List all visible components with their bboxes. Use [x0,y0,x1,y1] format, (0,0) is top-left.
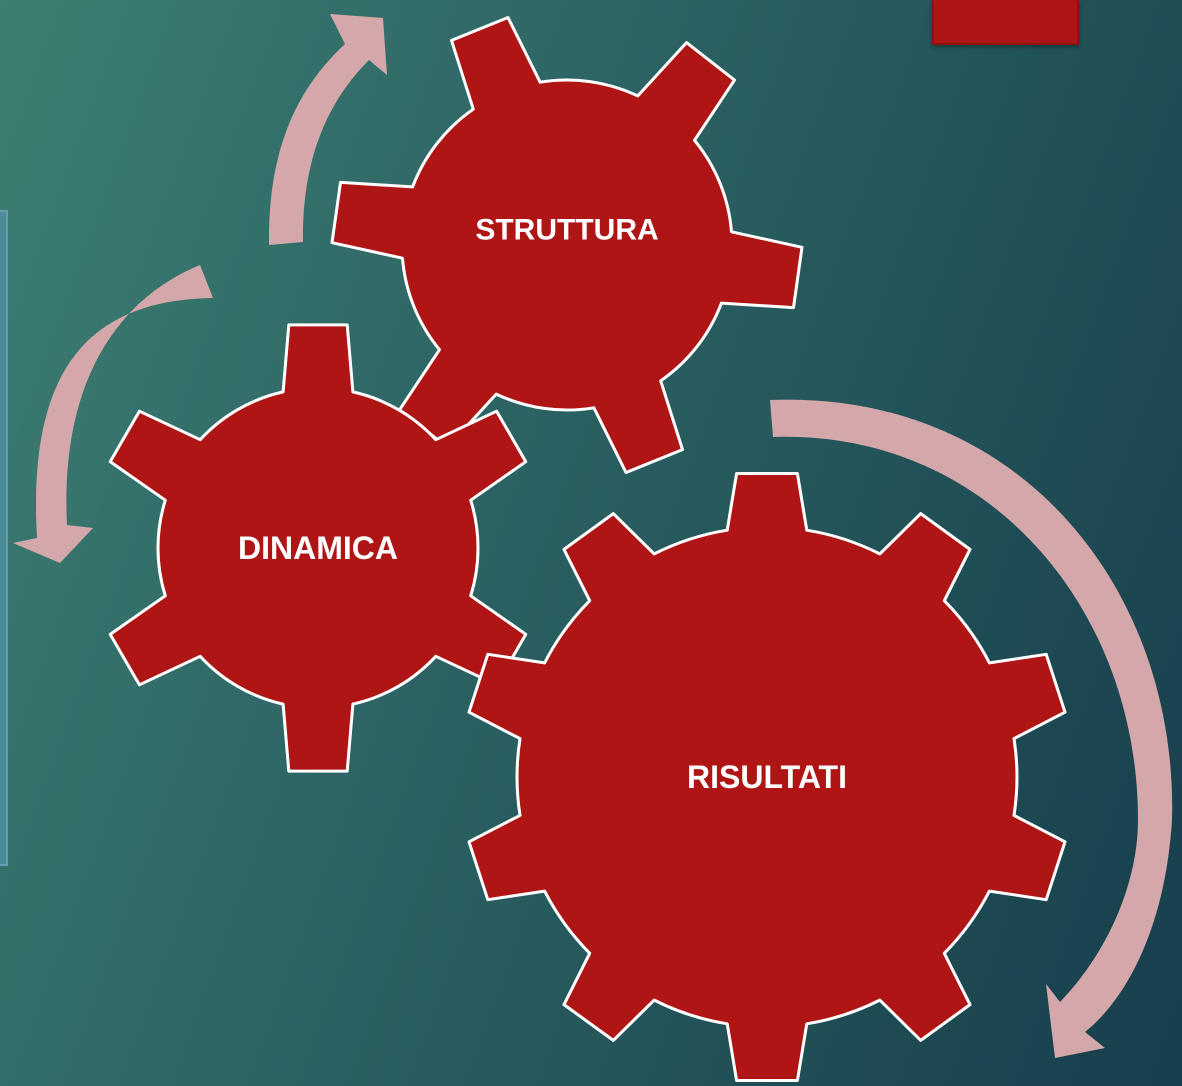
gear-labels: STRUTTURA DINAMICA RISULTATI [238,214,847,796]
curved-arrow-icon [770,399,1173,1058]
gear-label-risultati: RISULTATI [687,759,847,795]
gear-dinamica [108,323,528,773]
gear-label-struttura: STRUTTURA [475,214,658,247]
curved-arrow-icon [13,265,213,563]
gear-risultati [467,472,1067,1082]
accent-block [932,0,1079,45]
arrows-layer [13,14,1173,1058]
gear-struttura [330,16,804,474]
gear-label-dinamica: DINAMICA [238,530,398,566]
curved-arrow-icon [268,14,387,245]
side-panel [0,210,8,866]
gears-layer [108,16,1067,1082]
